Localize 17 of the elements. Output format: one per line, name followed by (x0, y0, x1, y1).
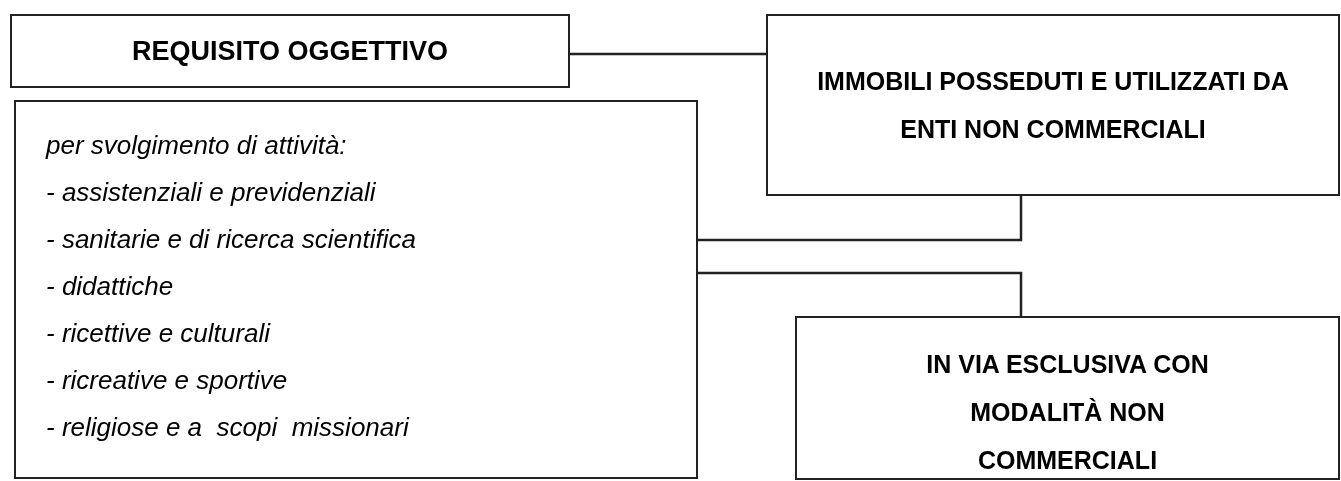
connector-line (570, 52, 766, 56)
text-box (795, 316, 1340, 480)
connector-line (698, 196, 1023, 242)
text-box (10, 14, 570, 88)
box-label: IN VIA ESCLUSIVA CON MODALITÀ NON COMMERCIALI (925, 349, 1210, 476)
list-heading: per svolgimento di attività: (46, 129, 348, 162)
list-item: - didattiche (46, 270, 175, 303)
list-item: - ricreative e sportive (46, 364, 289, 397)
connector-line (698, 271, 1023, 316)
list-item: - ricettive e culturali (46, 317, 272, 350)
text-box (766, 14, 1340, 196)
text-box (14, 100, 698, 479)
box-label: REQUISITO OGGETTIVO (131, 34, 448, 68)
list-item: - sanitarie e di ricerca scientifica (46, 223, 417, 256)
list-item: - assistenziali e previdenziali (46, 176, 377, 209)
box-label: IMMOBILI POSSEDUTI E UTILIZZATI DA ENTI NON COMMERCIALI (816, 66, 1290, 145)
list-item: - religiose e a scopi missionari (46, 411, 411, 444)
